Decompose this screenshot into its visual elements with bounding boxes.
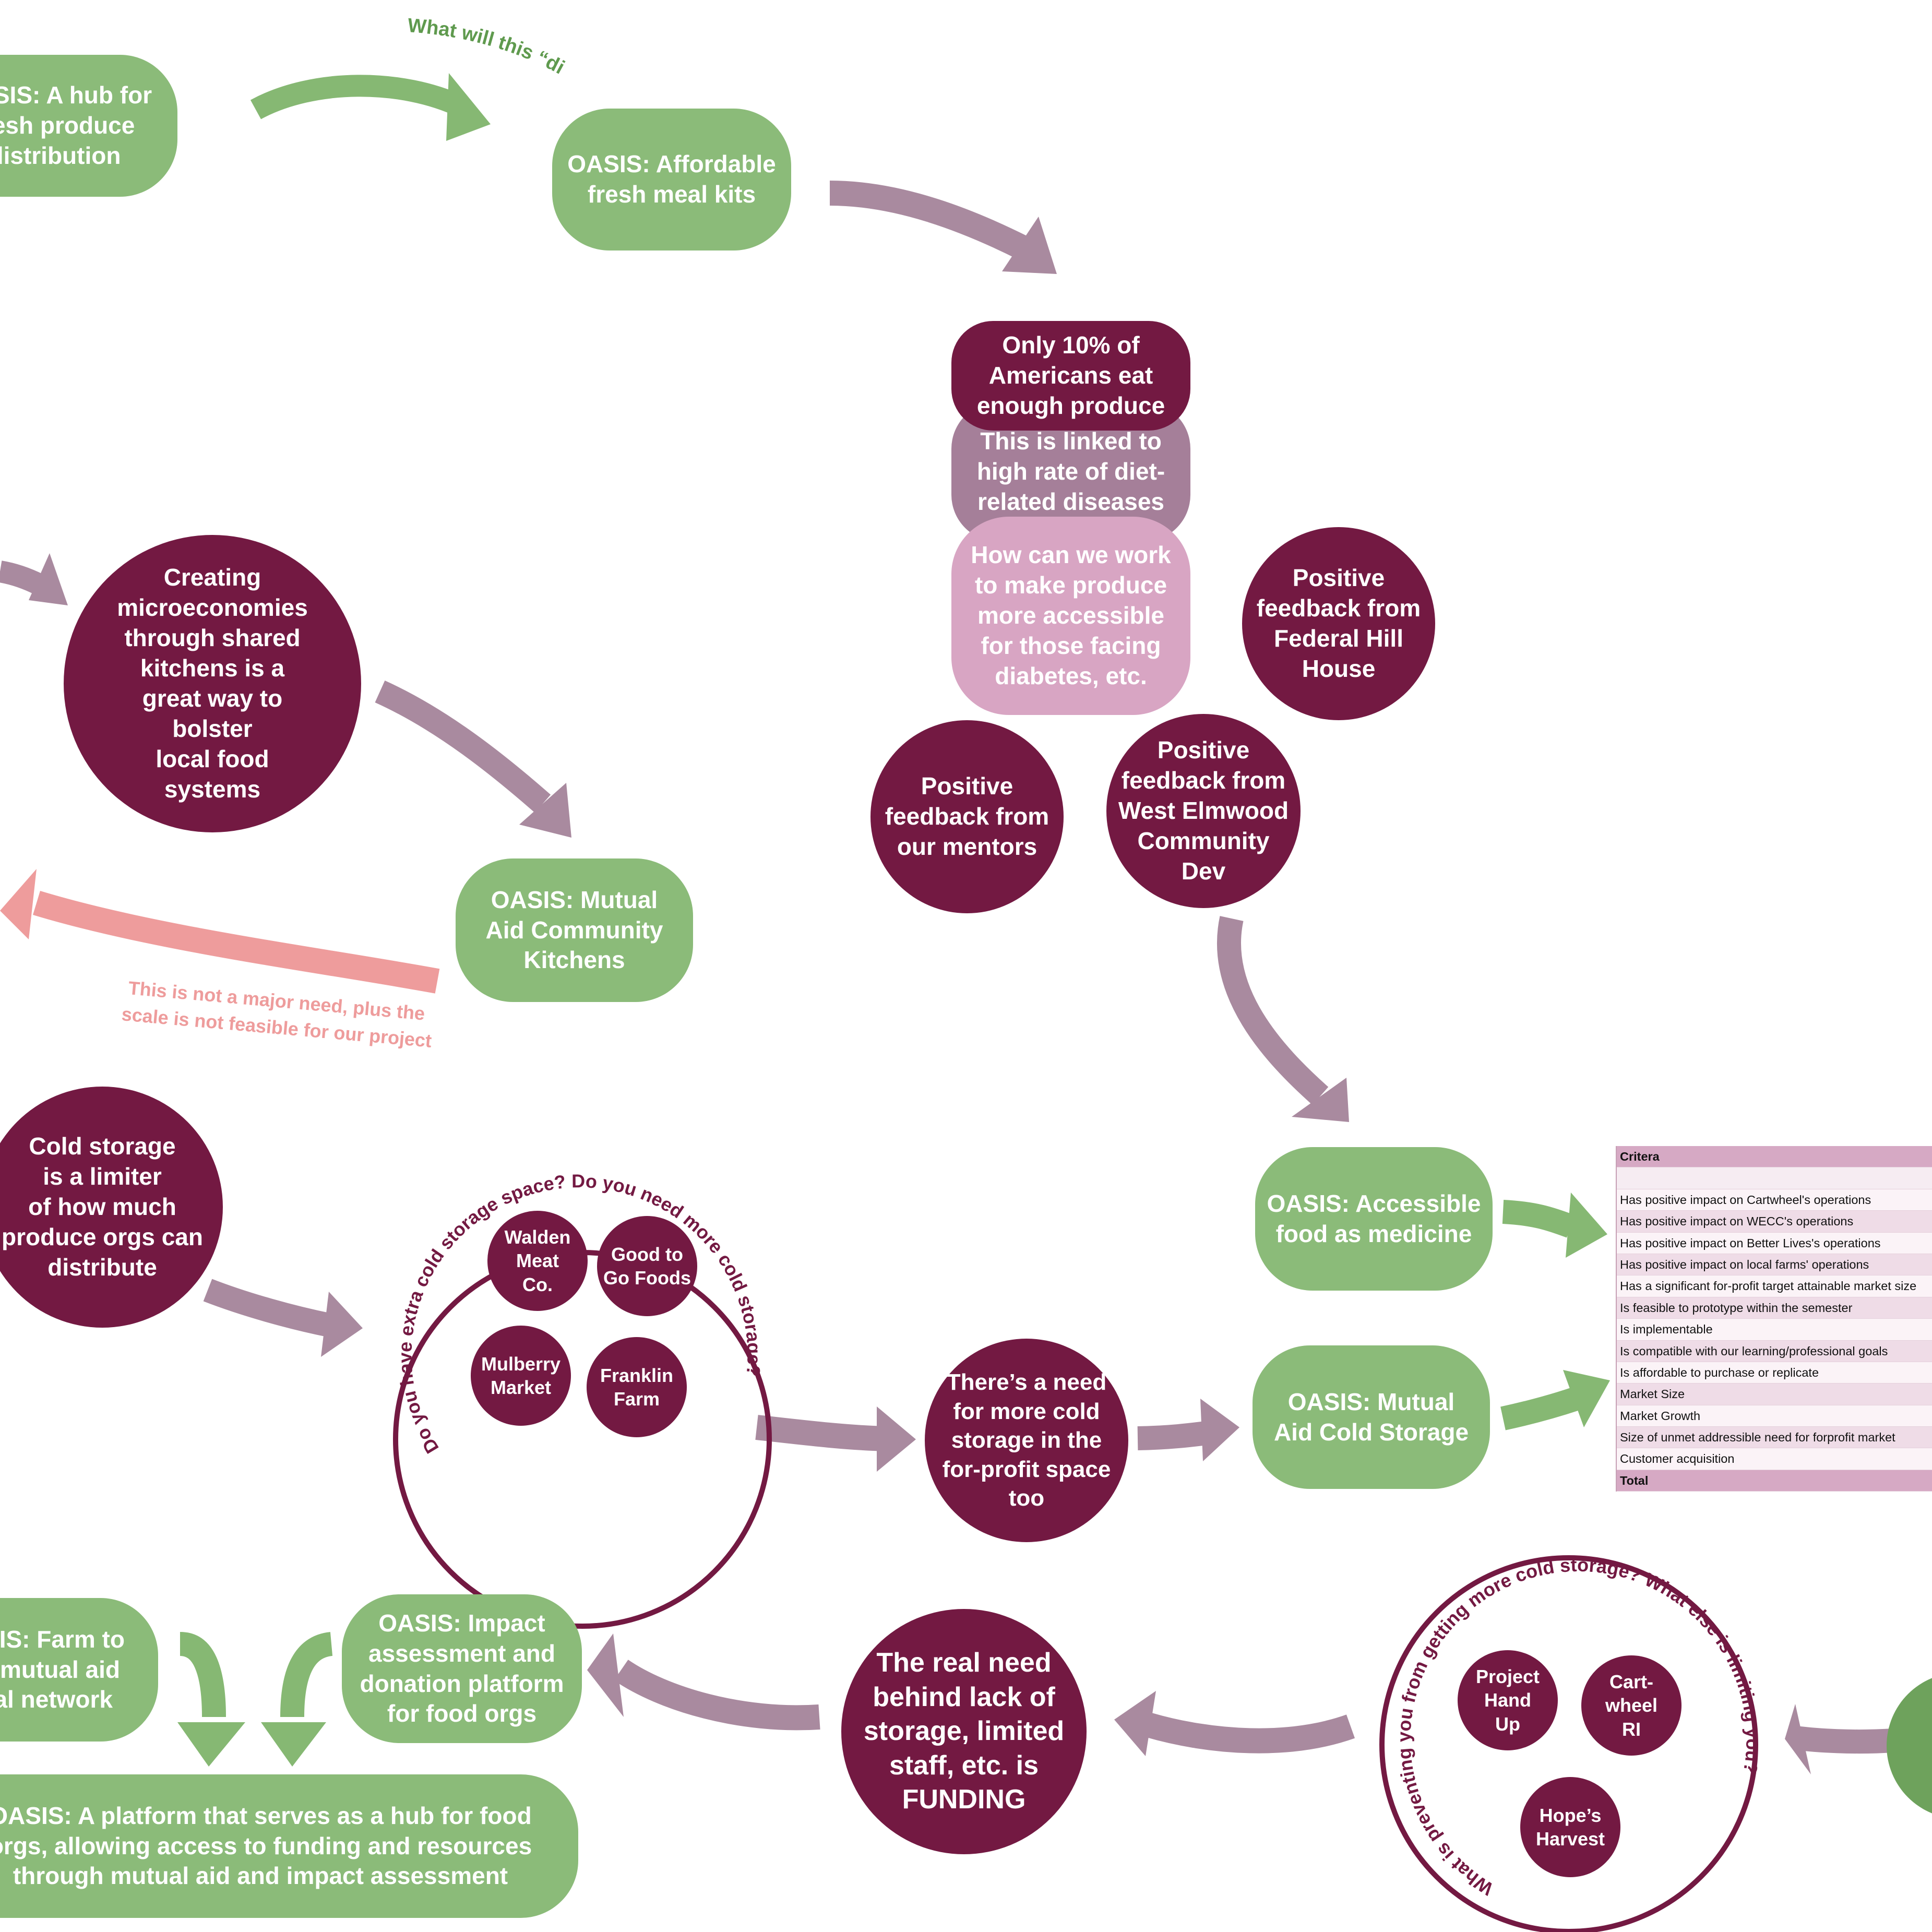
- svg-text:Do you have extra cold storage: Do you have extra cold storage space? Do…: [394, 1170, 765, 1457]
- node-platform-hub-food-orgs: OASIS: A platform that serves as a hub f…: [0, 1774, 578, 1918]
- ring-question-cold-storage: Do you have extra cold storage space? Do…: [394, 1170, 765, 1457]
- node-affordable-meal-kits: OASIS: Affordable fresh meal kits: [552, 109, 791, 251]
- arrow-microeconomies-to-kitchens: [375, 681, 571, 838]
- arrow-right-to-ring2: [1785, 1704, 1894, 1774]
- arrow-distribution: [250, 73, 491, 141]
- criteria-row: Has positive impact on Better Lives's op…: [1617, 1232, 1932, 1254]
- node-mutual-aid-cold-storage: OASIS: Mutual Aid Cold Storage: [1253, 1345, 1490, 1489]
- node-only-10-percent: Only 10% of Americans eat enough produce: [951, 321, 1190, 431]
- node-project-hand-up: Project Hand Up: [1458, 1650, 1558, 1750]
- arrow-funding-to-impact: [587, 1633, 820, 1731]
- arrow-left-to-microeconomies: [0, 553, 68, 605]
- arrow-ring-to-need: [755, 1406, 916, 1472]
- criteria-row: Is implementable: [1617, 1319, 1932, 1341]
- node-accessible-food-as-medicine: OASIS: Accessible food as medicine: [1255, 1147, 1493, 1291]
- node-good-to-go-foods: Good to Go Foods: [597, 1216, 697, 1316]
- offscreen-node-partial: [1887, 1678, 1932, 1814]
- criteria-row: Has positive impact on Cartwheel's opera…: [1617, 1189, 1932, 1211]
- arrow-ring2-to-funding: [1114, 1691, 1355, 1756]
- criteria-table-header: Critera: [1617, 1146, 1932, 1168]
- node-mulberry-market: Mulberry Market: [471, 1326, 571, 1426]
- node-farm-to-city-mutual-aid: OASIS: Farm to city mutual aid local net…: [0, 1598, 158, 1742]
- criteria-row: Is feasible to prototype within the seme…: [1617, 1297, 1932, 1319]
- node-franklin-farm: Franklin Farm: [587, 1337, 687, 1437]
- node-how-can-we-work: How can we work to make produce more acc…: [951, 517, 1190, 715]
- arrow-need-to-mutual-cold: [1137, 1399, 1239, 1461]
- arrow-impact-to-platform: [261, 1632, 333, 1767]
- criteria-row: Market Size: [1617, 1384, 1932, 1405]
- node-impact-assessment-platform: OASIS: Impact assessment and donation pl…: [342, 1594, 582, 1743]
- criteria-row: Market Growth: [1617, 1405, 1932, 1427]
- arrow-limiter-to-ring: [203, 1279, 363, 1357]
- arrow-mutual-cold-to-table: [1500, 1370, 1610, 1430]
- arrow-meal-kits-to-only10: [829, 181, 1057, 274]
- node-cartwheel-ri: Cart- wheel RI: [1581, 1655, 1681, 1756]
- node-positive-feedback-west-elmwood: Positive feedback from West Elmwood Comm…: [1106, 714, 1301, 908]
- criteria-table-blank-row: [1617, 1167, 1932, 1189]
- node-positive-feedback-federal-hill: Positive feedback from Federal Hill Hous…: [1242, 527, 1435, 720]
- node-hub-distribution: OASIS: A hub for fresh produce distribut…: [0, 55, 177, 197]
- node-real-need-funding: The real need behind lack of storage, li…: [841, 1609, 1087, 1854]
- criteria-row: Has positive impact on WECC's operations: [1617, 1211, 1932, 1233]
- criteria-table: Critera Has positive impact on Cartwheel…: [1616, 1146, 1932, 1492]
- criteria-row: Has positive impact on local farms' oper…: [1617, 1254, 1932, 1276]
- node-walden-meat-co: Walden Meat Co.: [487, 1211, 588, 1311]
- criteria-row: Has a significant for-profit target atta…: [1617, 1275, 1932, 1297]
- arrow-kitchens-rejected: [0, 869, 440, 994]
- limiting-survey-ring: [1379, 1555, 1758, 1932]
- criteria-row: Is affordable to purchase or replicate: [1617, 1362, 1932, 1384]
- node-mutual-aid-community-kitchens: OASIS: Mutual Aid Community Kitchens: [456, 858, 693, 1002]
- node-positive-feedback-mentors: Positive feedback from our mentors: [870, 720, 1064, 913]
- cold-storage-survey-ring: [393, 1250, 772, 1629]
- node-cold-storage-limiter: Cold storage is a limiter of how much pr…: [0, 1087, 223, 1328]
- node-hopes-harvest: Hope’s Harvest: [1520, 1777, 1620, 1877]
- criteria-row: Size of unmet addressible need for forpr…: [1617, 1427, 1932, 1449]
- criteria-table-total: Total: [1617, 1470, 1932, 1492]
- criteria-row: Is compatible with our learning/professi…: [1617, 1340, 1932, 1362]
- arrow-westelmwood-to-accessible: [1217, 916, 1349, 1122]
- node-need-for-cold-storage: There’s a need for more cold storage in …: [925, 1339, 1128, 1542]
- arrow-farm-to-platform: [177, 1632, 245, 1767]
- arrow-accessible-to-table: [1502, 1192, 1607, 1258]
- criteria-row: Customer acquisition: [1617, 1448, 1932, 1470]
- node-creating-microeconomies: Creating microeconomies through shared k…: [64, 535, 361, 832]
